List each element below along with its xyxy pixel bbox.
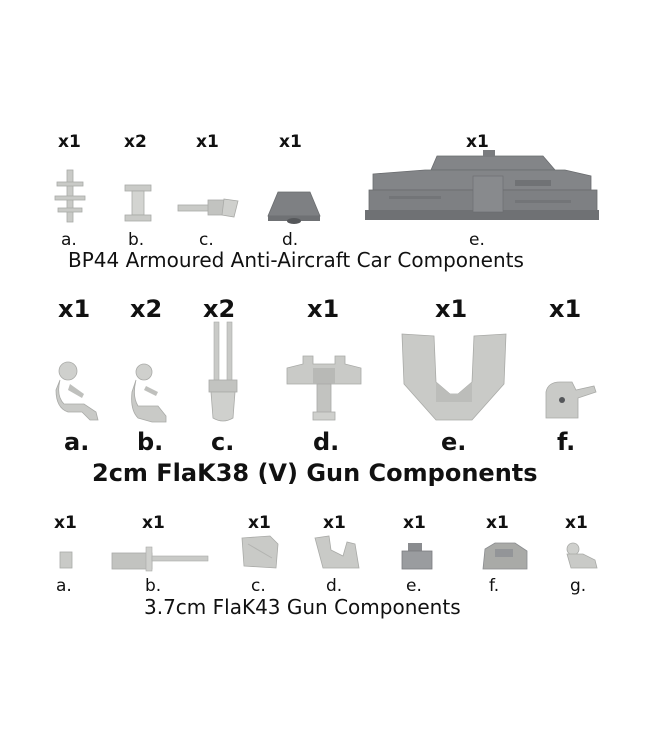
part-bp44-b-image (124, 184, 152, 222)
qty-flak43-b: x1 (142, 513, 165, 533)
part-flak43-g-image (566, 542, 598, 569)
part-flak43-d-image (314, 535, 360, 569)
part-flak38-c-image (208, 321, 238, 422)
label-bp44-e: e. (469, 230, 485, 250)
qty-flak43-c: x1 (248, 513, 271, 533)
qty-bp44-c: x1 (196, 132, 219, 152)
part-flak43-c-image (241, 535, 279, 569)
label-flak38-a: a. (64, 428, 90, 456)
part-bp44-c-image (177, 198, 239, 218)
qty-flak38-c: x2 (203, 295, 236, 323)
part-flak43-e-image (401, 543, 433, 570)
section-title-bp44: BP44 Armoured Anti-Aircraft Car Componen… (68, 248, 524, 272)
qty-bp44-e: x1 (466, 132, 489, 152)
part-flak43-b-image (111, 546, 209, 572)
section-title-flak43: 3.7cm FlaK43 Gun Components (144, 595, 461, 619)
label-flak43-d: d. (326, 576, 343, 596)
part-flak38-b-image (131, 363, 167, 423)
part-flak43-f-image (482, 542, 528, 570)
part-flak38-a-image (55, 361, 99, 421)
part-flak38-f-image (545, 381, 597, 419)
label-flak43-c: c. (251, 576, 266, 596)
part-bp44-d-image (267, 191, 321, 224)
label-flak43-a: a. (56, 576, 72, 596)
qty-flak43-g: x1 (565, 513, 588, 533)
label-flak38-c: c. (211, 428, 235, 456)
label-flak43-g: g. (570, 576, 587, 596)
label-flak43-e: e. (406, 576, 422, 596)
label-flak38-f: f. (557, 428, 576, 456)
qty-flak38-a: x1 (58, 295, 91, 323)
qty-flak43-a: x1 (54, 513, 77, 533)
label-flak43-f: f. (489, 576, 500, 596)
qty-flak38-b: x2 (130, 295, 163, 323)
label-flak43-b: b. (145, 576, 162, 596)
label-bp44-a: a. (61, 230, 77, 250)
qty-bp44-b: x2 (124, 132, 147, 152)
label-bp44-d: d. (282, 230, 299, 250)
qty-bp44-a: x1 (58, 132, 81, 152)
qty-flak38-f: x1 (549, 295, 582, 323)
part-bp44-a-image (54, 169, 86, 223)
label-flak38-d: d. (313, 428, 340, 456)
label-bp44-b: b. (128, 230, 145, 250)
qty-flak43-d: x1 (323, 513, 346, 533)
qty-flak43-f: x1 (486, 513, 509, 533)
qty-flak38-d: x1 (307, 295, 340, 323)
part-flak43-a-image (59, 551, 73, 569)
part-flak38-d-image (286, 355, 362, 421)
part-bp44-e-image (365, 150, 599, 220)
section-title-flak38: 2cm FlaK38 (V) Gun Components (92, 459, 538, 487)
label-bp44-c: c. (199, 230, 214, 250)
qty-flak38-e: x1 (435, 295, 468, 323)
label-flak38-e: e. (441, 428, 467, 456)
part-flak38-e-image (401, 333, 507, 421)
label-flak38-b: b. (137, 428, 164, 456)
qty-bp44-d: x1 (279, 132, 302, 152)
qty-flak43-e: x1 (403, 513, 426, 533)
